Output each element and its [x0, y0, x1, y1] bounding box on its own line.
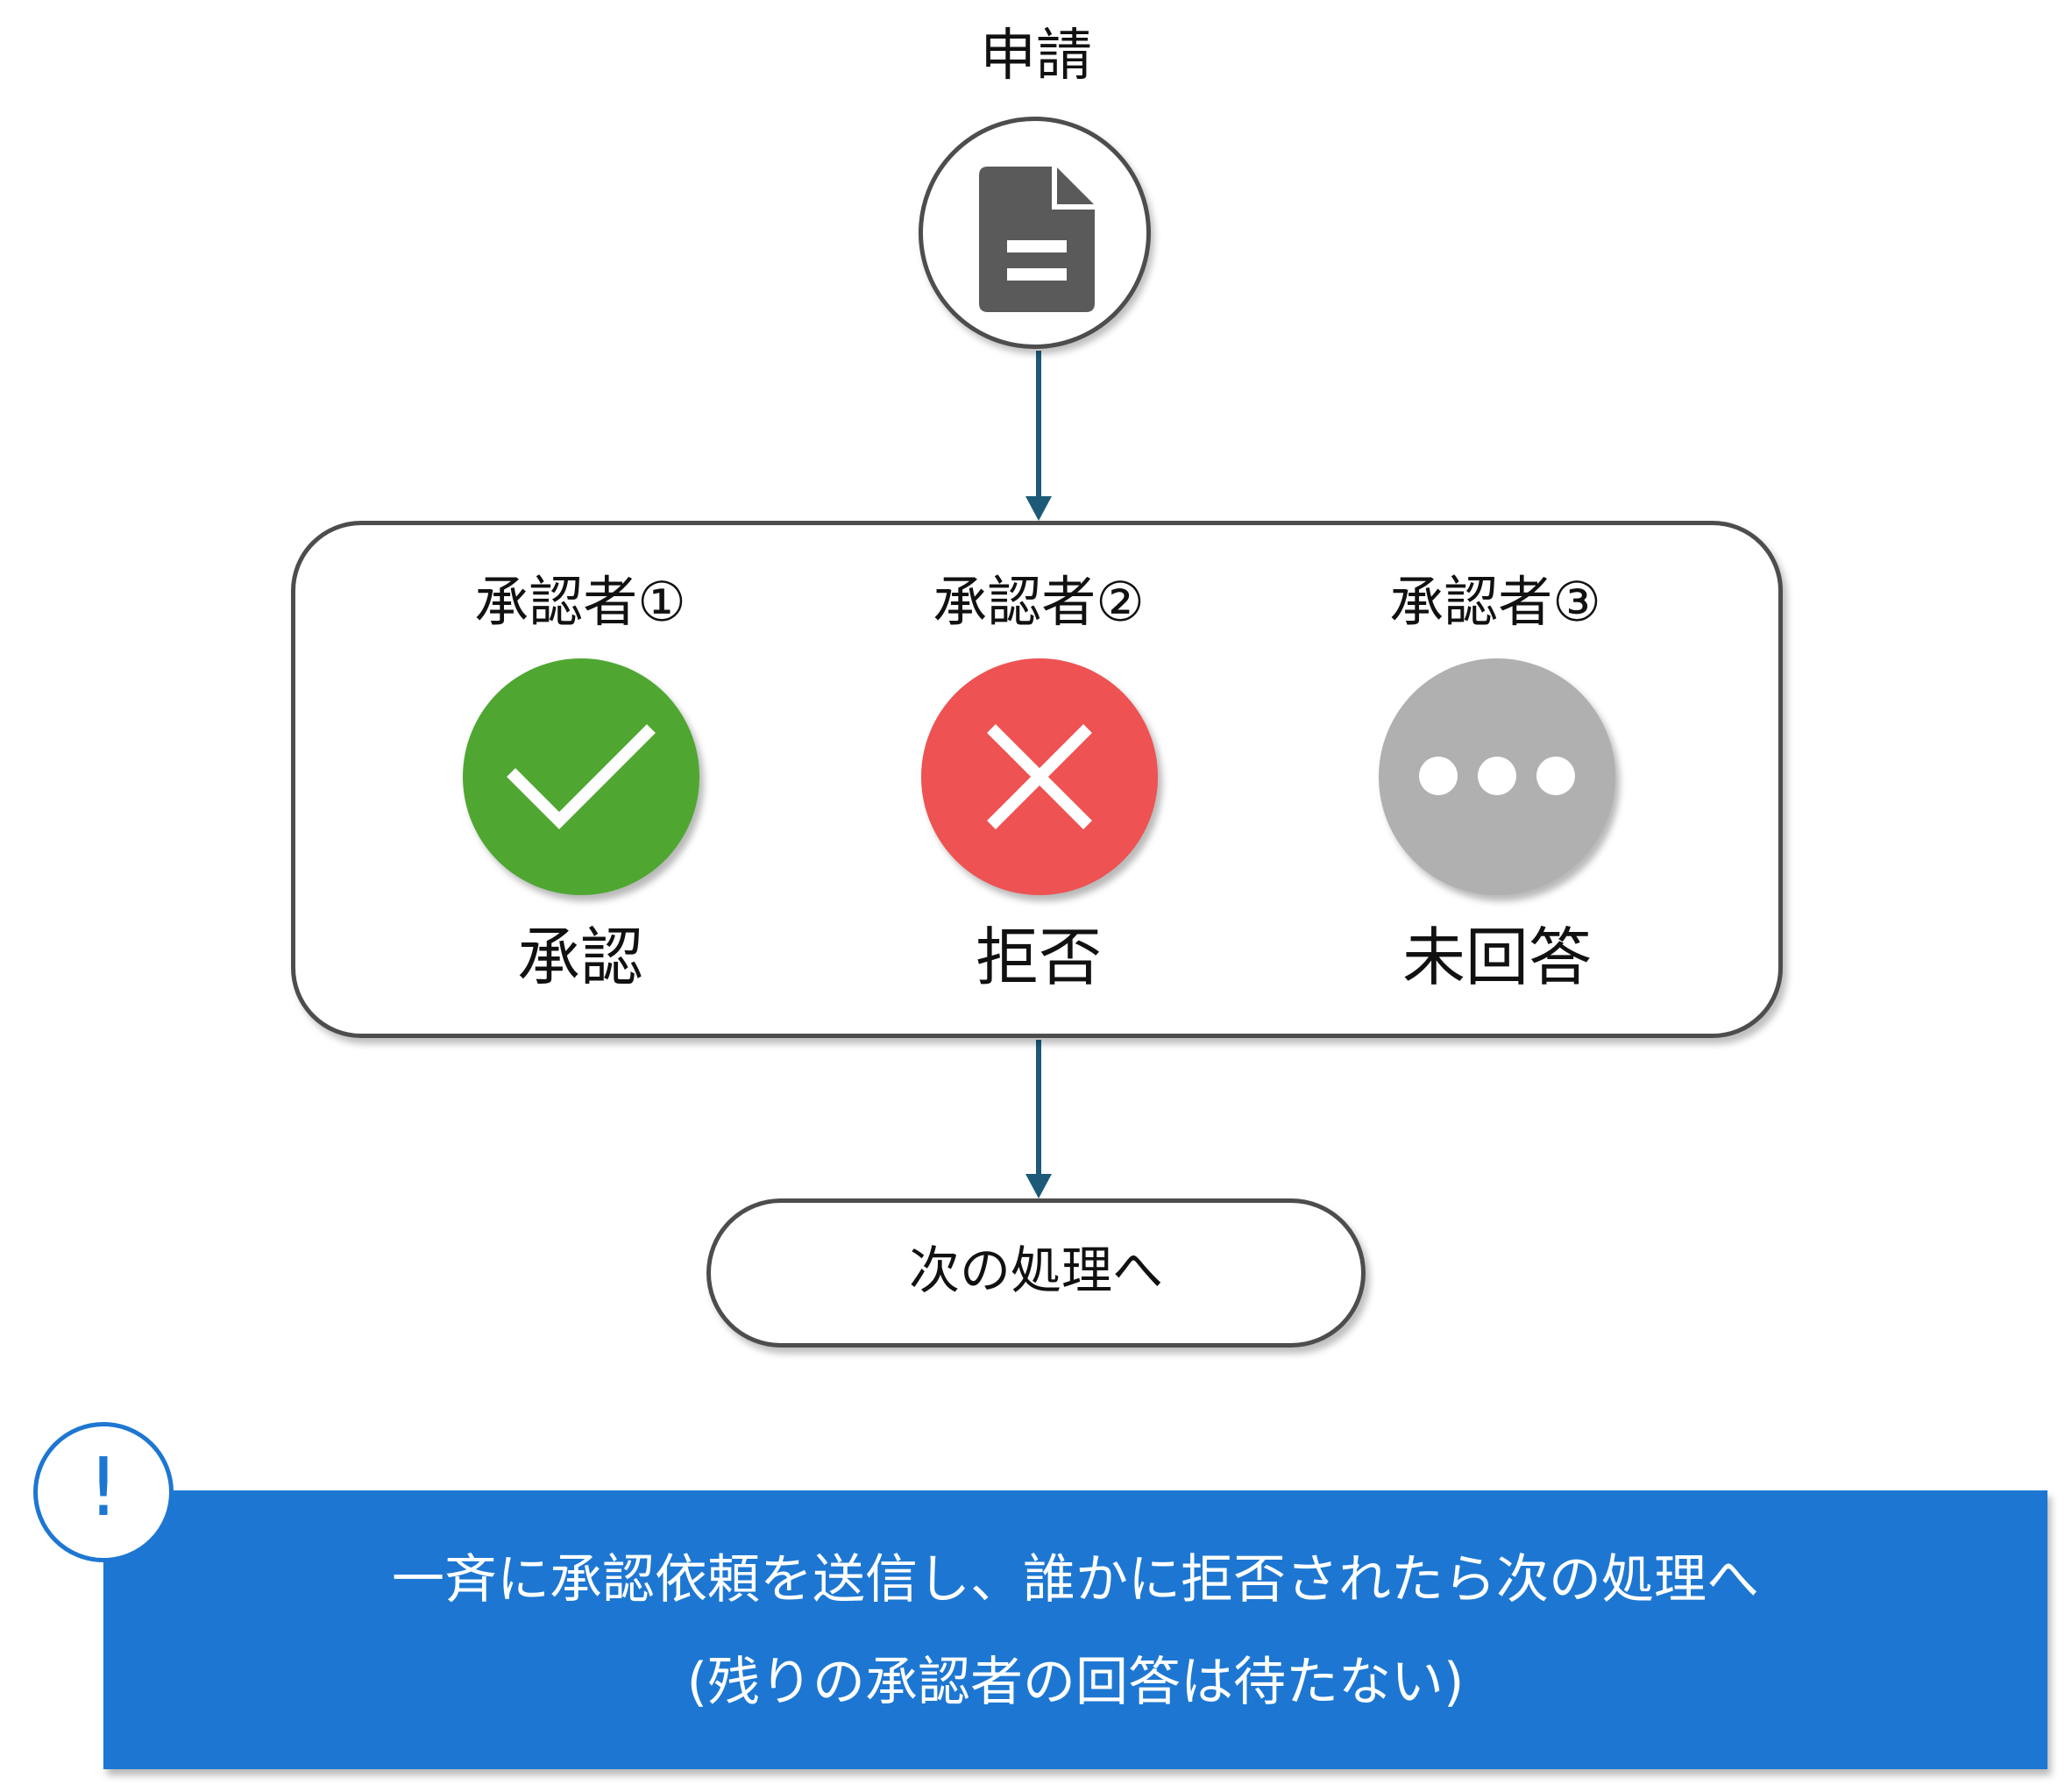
- check-icon: [507, 724, 656, 829]
- arrowhead-1: [1025, 496, 1052, 521]
- rejected-status-badge: [921, 658, 1158, 895]
- approver-2-status: 拒否: [975, 921, 1102, 994]
- alert-icon-glyph: !: [87, 1440, 120, 1534]
- approver-2-name: 承認者②: [933, 570, 1145, 634]
- next-step-label: 次の処理へ: [908, 1241, 1163, 1300]
- approver-1-status: 承認: [516, 921, 643, 994]
- pending-status-badge: [1379, 658, 1615, 895]
- start-node: [919, 117, 1151, 349]
- start-node-title: 申請: [980, 24, 1092, 89]
- approved-status-badge: [463, 658, 699, 895]
- approver-3-status: 未回答: [1401, 921, 1592, 994]
- note-banner: [103, 1490, 2047, 1769]
- arrowhead-2: [1025, 1174, 1052, 1198]
- approver-3-name: 承認者③: [1389, 570, 1601, 634]
- approver-1-name: 承認者①: [474, 570, 686, 634]
- ellipsis-icon: [1419, 757, 1575, 795]
- alert-icon: !: [33, 1422, 174, 1562]
- close-icon: [987, 724, 1092, 829]
- note-text-line-1: 一斉に承認依頼を送信し、誰かに拒否されたら次の処理へ: [392, 1549, 1759, 1611]
- note-text-line-2: (残りの承認者の回答は待たない): [686, 1652, 1465, 1713]
- document-icon: [979, 167, 1095, 312]
- next-step-node: [706, 1198, 1366, 1348]
